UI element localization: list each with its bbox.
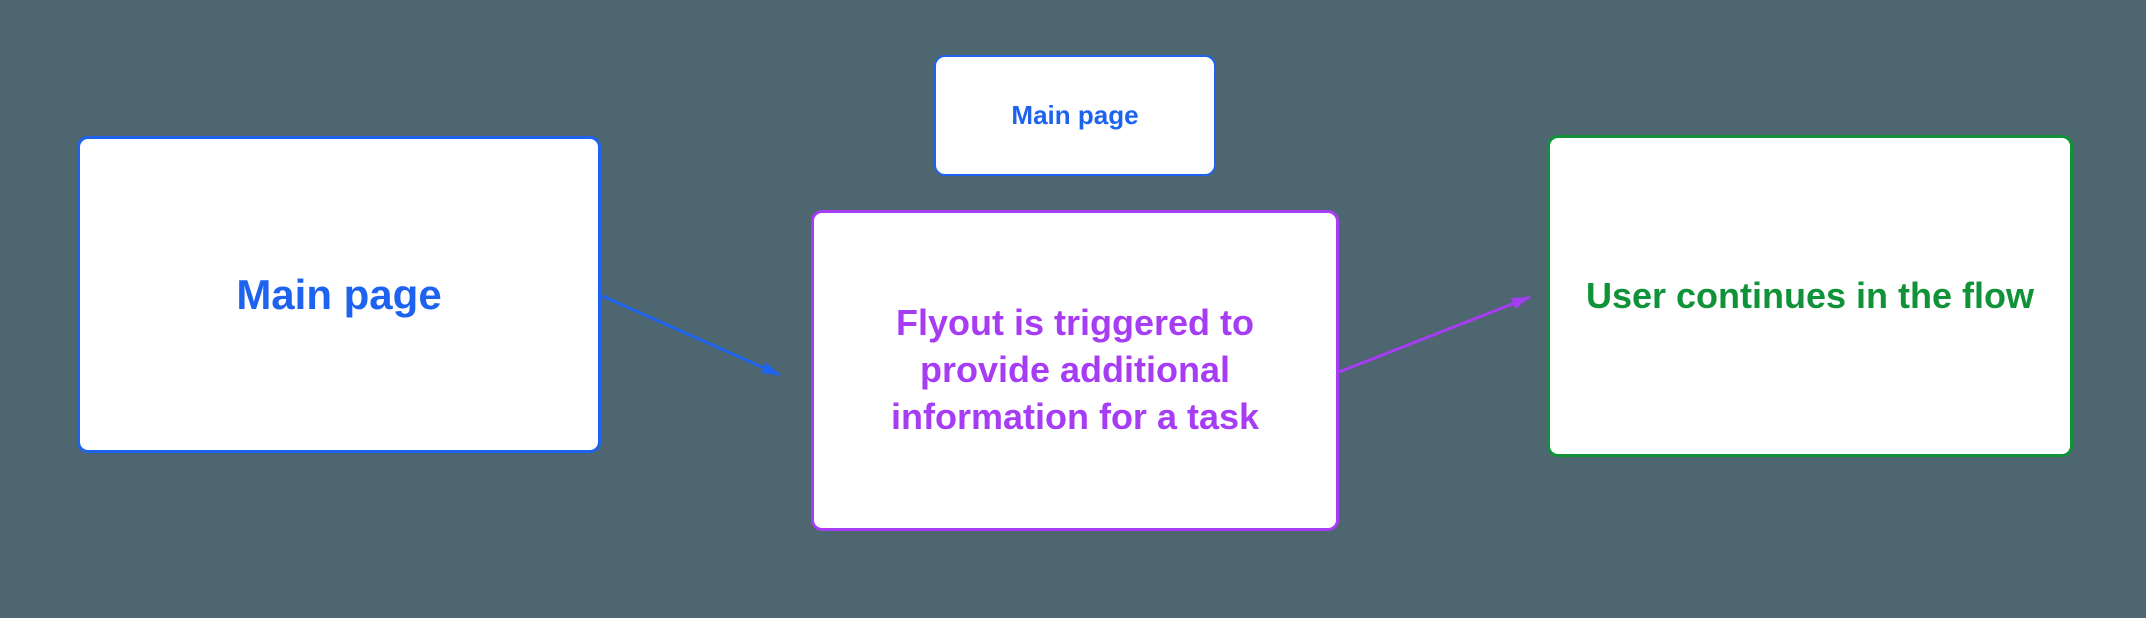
node-flyout-triggered-label: Flyout is triggered to provide additiona… <box>890 302 1260 437</box>
node-user-continues-label: User continues in the flow <box>1585 275 2035 316</box>
node-flyout-triggered: Flyout is triggered to provide additiona… <box>811 210 1339 531</box>
node-main-page-small-label: Main page <box>1011 100 1139 130</box>
node-main-page-label: Main page <box>236 270 442 318</box>
arrow-main-to-flyout <box>601 294 781 377</box>
node-main-page: Main page <box>77 136 601 453</box>
arrow-flyout-to-continue <box>1338 295 1531 374</box>
node-main-page-small: Main page <box>934 55 1216 176</box>
node-user-continues: User continues in the flow <box>1547 135 2073 457</box>
